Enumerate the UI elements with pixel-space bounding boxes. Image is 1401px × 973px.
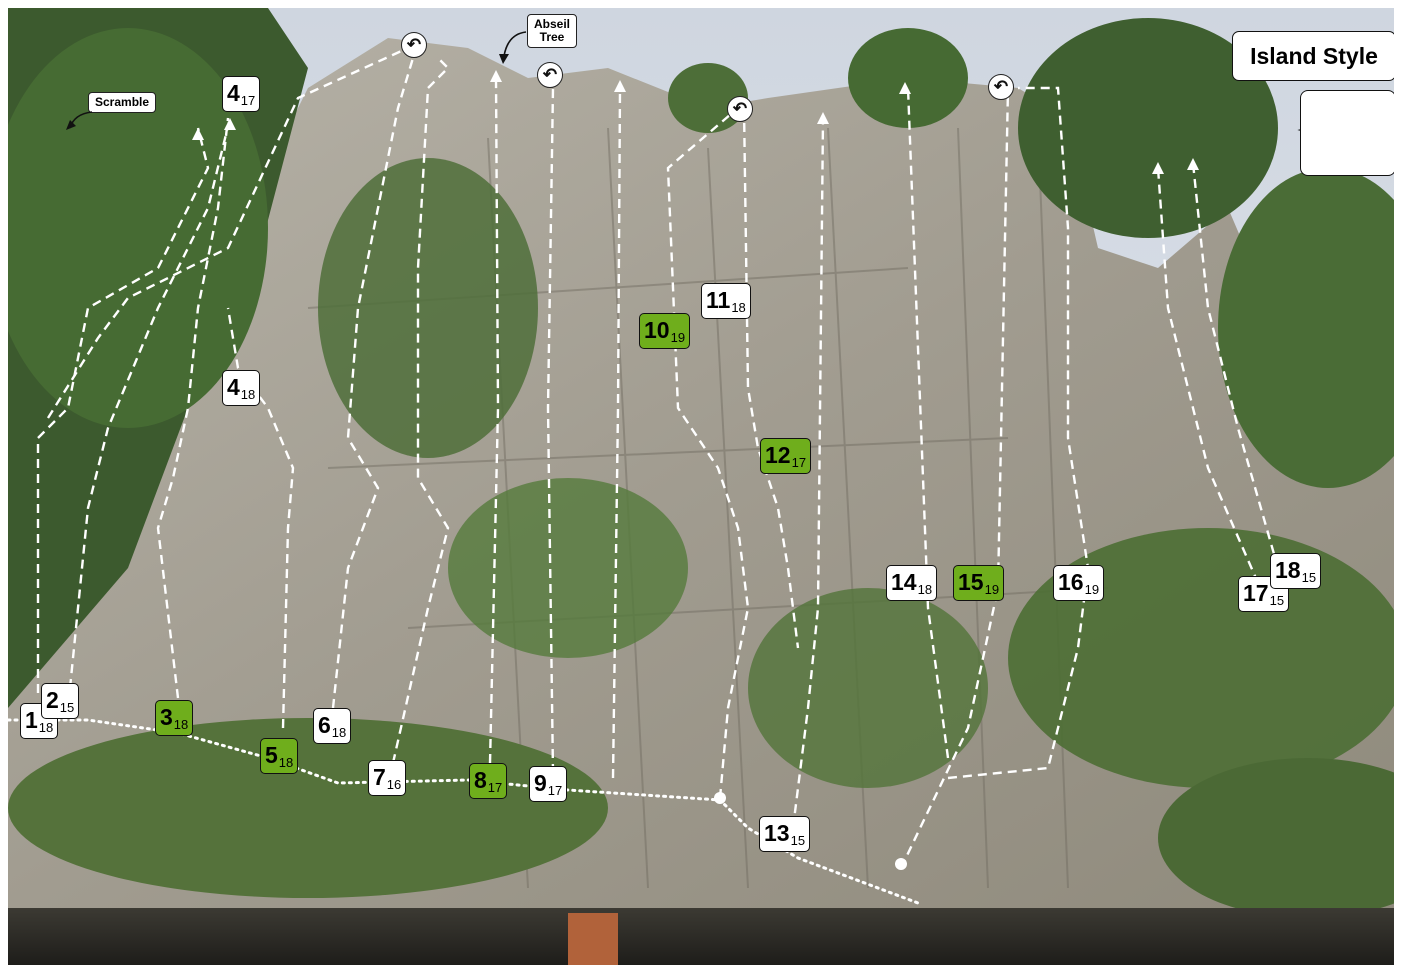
route-grade: 18 <box>917 582 933 597</box>
route-label-13: 1315 <box>759 816 811 852</box>
route-number: 14 <box>891 569 917 595</box>
rap-anchor-icon: ↶ <box>727 96 753 122</box>
route-number: 12 <box>765 442 791 468</box>
approach-path <box>8 718 920 905</box>
route-number: 7 <box>373 764 386 790</box>
abseil-tree-note: Abseil Tree <box>527 14 578 48</box>
crag-title: Island Style <box>1232 31 1394 81</box>
route-grade: 15 <box>1301 570 1317 585</box>
crag-scene <box>8 8 1394 965</box>
sun-aspect-box <box>1300 90 1394 176</box>
route-lines <box>36 46 1280 869</box>
route-label-15: 1519 <box>953 565 1005 601</box>
route-number: 18 <box>1275 557 1301 583</box>
route-number: 5 <box>265 742 278 768</box>
route-grade: 19 <box>1084 582 1100 597</box>
route-grade: 18 <box>173 717 189 732</box>
rap-anchor-icon: ↶ <box>537 62 563 88</box>
route-grade: 19 <box>984 582 1000 597</box>
route-label-7: 716 <box>368 760 407 796</box>
route-number: 3 <box>160 704 173 730</box>
route-number: 11 <box>706 287 731 313</box>
route-grade: 17 <box>240 93 256 108</box>
vegetation <box>8 8 1394 918</box>
route-number: 10 <box>644 317 670 343</box>
rap-anchor-icon: ↶ <box>401 32 427 58</box>
tree-stump <box>568 913 618 965</box>
route-start-dot <box>895 858 907 870</box>
route-label-4: 417 <box>222 76 261 112</box>
route-label-3: 318 <box>155 700 194 736</box>
route-number: 16 <box>1058 569 1084 595</box>
route-number: 2 <box>46 687 59 713</box>
route-start-dot <box>714 792 726 804</box>
rap-anchor-icon: ↶ <box>988 74 1014 100</box>
route-label-12: 1217 <box>760 438 812 474</box>
route-grade: 18 <box>331 725 347 740</box>
route-number: 4 <box>227 80 240 106</box>
route-grade: 18 <box>731 300 746 315</box>
route-label-10: 1019 <box>639 313 691 349</box>
route-number: 13 <box>764 820 790 846</box>
crag-photo: Scramble Abseil Tree ↶ ↶ ↶ ↶ Island Styl… <box>8 8 1394 965</box>
route-grade: 19 <box>670 330 686 345</box>
route-label-8: 817 <box>469 763 508 799</box>
route-label-17: 1715 <box>1238 576 1290 612</box>
route-number: 8 <box>474 767 487 793</box>
scramble-arrow-icon <box>66 111 93 130</box>
route-number: 9 <box>534 770 547 796</box>
route-grade: 16 <box>386 777 402 792</box>
route-grade: 15 <box>59 700 75 715</box>
route-number: 4 <box>227 374 240 400</box>
route-number: 15 <box>958 569 984 595</box>
abseil-arrow-icon <box>499 31 527 64</box>
route-label-14: 1418 <box>886 565 938 601</box>
route-label-9: 917 <box>529 766 568 802</box>
route-label-2: 215 <box>41 683 80 719</box>
route-label-6: 618 <box>313 708 352 744</box>
route-grade: 15 <box>790 833 806 848</box>
route-label-11: 1118 <box>701 283 751 319</box>
route-grade: 15 <box>1269 593 1285 608</box>
route-number: 17 <box>1243 580 1269 606</box>
route-label-5: 518 <box>260 738 299 774</box>
scramble-note: Scramble <box>88 92 157 113</box>
route-arrowheads <box>192 70 1199 174</box>
route-grade: 18 <box>278 755 294 770</box>
route-number: 6 <box>318 712 331 738</box>
route-grade: 17 <box>487 780 503 795</box>
river-water <box>8 908 1394 965</box>
route-grade: 17 <box>547 783 563 798</box>
route-number: 1 <box>25 707 38 733</box>
route-label-18: 1815 <box>1270 553 1322 589</box>
route-label-16: 1619 <box>1053 565 1105 601</box>
route-grade: 17 <box>791 455 807 470</box>
route-label-4: 418 <box>222 370 261 406</box>
route-grade: 18 <box>38 720 54 735</box>
route-grade: 18 <box>240 387 256 402</box>
